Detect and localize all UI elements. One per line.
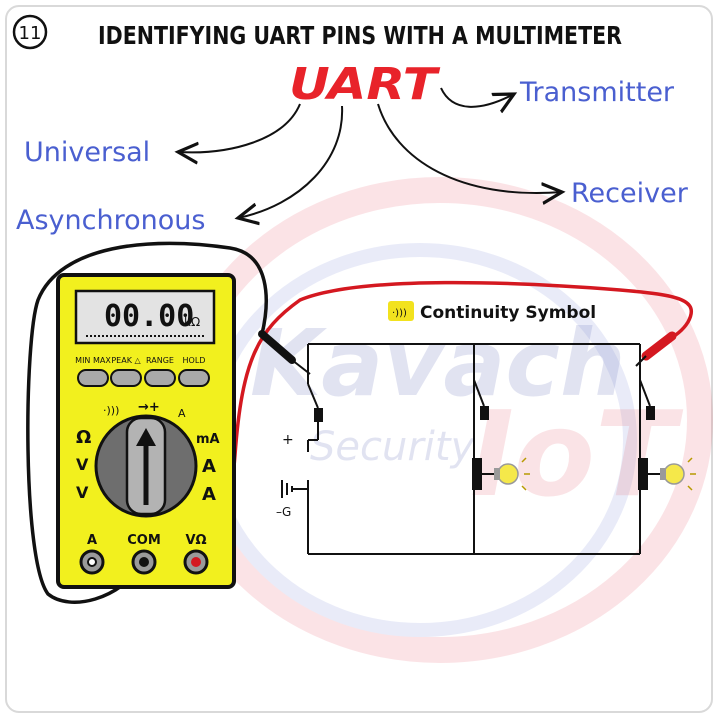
button-peak[interactable] (110, 369, 142, 387)
relay-block-1 (472, 458, 482, 490)
port-a-hole (87, 557, 97, 567)
ground-icon (281, 480, 308, 498)
mode-ac-volts: V (76, 483, 89, 502)
button-minmax[interactable] (77, 369, 109, 387)
page-title: IDENTIFYING UART PINS WITH A MULTIMETER (98, 21, 622, 50)
mode-ac-amps: A (202, 484, 216, 505)
mode-milliamps: mA (196, 432, 220, 447)
uart-acronym: UART (289, 59, 440, 110)
label-asynchronous: Asynchronous (16, 205, 205, 236)
mode-amps: A (202, 456, 216, 477)
switch-contact-2 (480, 406, 489, 420)
btn-label-peak: PEAK △ (111, 356, 141, 365)
mode-diode: →+ (138, 400, 160, 415)
plus-label: + (282, 432, 294, 448)
port-label-a: A (87, 533, 97, 548)
mode-ac-amps-top: A (178, 407, 186, 420)
label-universal: Universal (24, 137, 150, 168)
black-probe-wire (26, 241, 268, 604)
dial-pointer-head (136, 428, 156, 446)
relay-block-2 (638, 458, 648, 490)
mode-continuity: ·))) (103, 404, 119, 417)
btn-label-hold: HOLD (183, 356, 206, 365)
page-frame (5, 5, 713, 713)
display-value: 00.00 (104, 299, 194, 334)
port-com-plug (139, 557, 149, 567)
btn-label-range: RANGE (146, 356, 174, 365)
arrow-to-asynchronous (238, 105, 344, 218)
watermark-brand: Kavach (250, 310, 625, 417)
step-number: 11 (19, 23, 42, 44)
mode-dc-volts: V (76, 455, 89, 474)
port-vohm-plug (191, 557, 201, 567)
bulb-icon-2 (660, 457, 696, 491)
arrow-to-universal (178, 103, 301, 152)
red-probe-tip[interactable] (635, 331, 678, 367)
display-unit: kΩ (184, 315, 200, 329)
mode-ohm: Ω (76, 427, 91, 448)
button-range[interactable] (144, 369, 176, 387)
btn-label-minmax: MIN MAX (75, 356, 111, 365)
switch-contact-3 (646, 406, 655, 420)
multimeter-display (74, 289, 216, 345)
button-hold[interactable] (178, 369, 210, 387)
label-transmitter: Transmitter (519, 77, 675, 108)
port-label-com: COM (127, 533, 161, 548)
continuity-icon-glyph: ·))) (392, 308, 407, 319)
label-receiver: Receiver (571, 178, 689, 209)
watermark-suffix: IoT (470, 385, 684, 523)
continuity-icon (388, 301, 414, 321)
circuit (307, 343, 662, 555)
watermark-sub: Security (310, 424, 476, 470)
continuity-label: Continuity Symbol (420, 303, 596, 323)
arrow-to-receiver (377, 103, 562, 193)
ground-label: –G (276, 505, 291, 519)
port-label-vohm: VΩ (185, 533, 206, 548)
step-badge (12, 14, 48, 50)
arrow-to-transmitter (440, 87, 514, 107)
bulb-icon-1 (494, 457, 530, 491)
switch-contact-1 (314, 408, 323, 422)
